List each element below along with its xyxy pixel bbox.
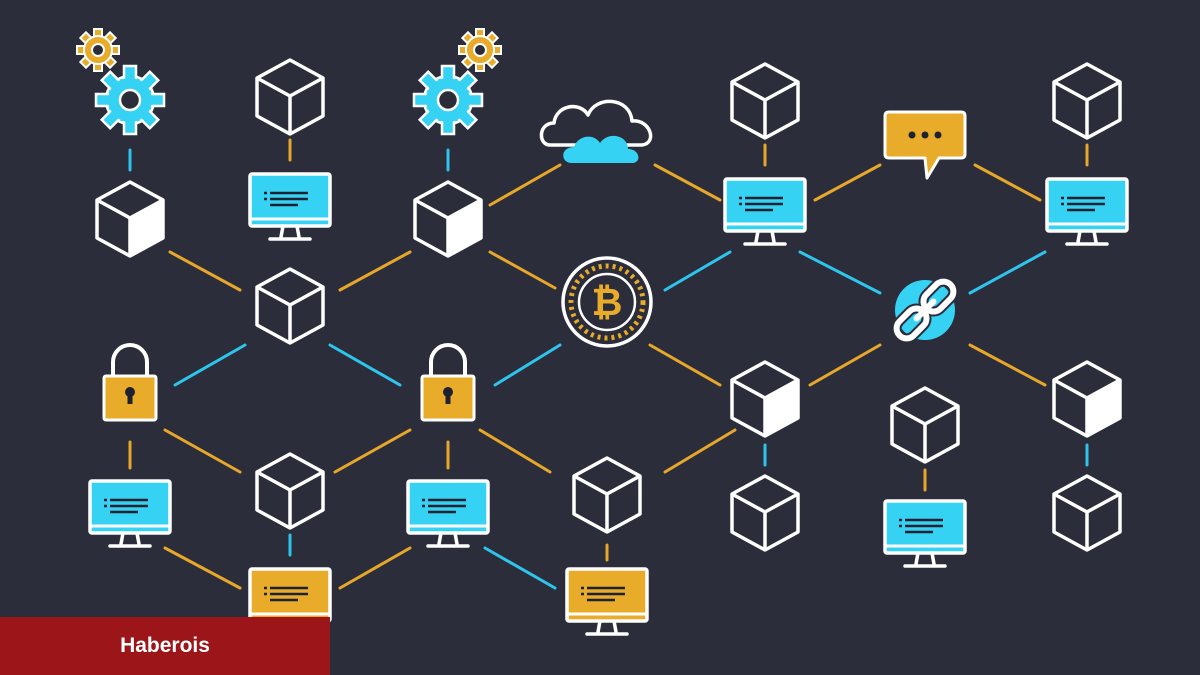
monitor-icon bbox=[88, 479, 172, 548]
gear-icon bbox=[412, 28, 502, 136]
cube-icon bbox=[413, 180, 483, 258]
cube-icon bbox=[730, 360, 800, 438]
cube-icon bbox=[1052, 62, 1122, 140]
monitor-icon bbox=[883, 499, 967, 568]
cube-icon bbox=[1052, 360, 1122, 438]
gear-icon bbox=[76, 28, 166, 136]
chain-link-icon bbox=[891, 276, 959, 344]
monitor-icon bbox=[723, 177, 807, 246]
svg-text:₿: ₿ bbox=[592, 280, 623, 324]
bitcoin-icon: ₿ bbox=[561, 256, 653, 348]
chat-bubble-icon bbox=[883, 110, 967, 180]
cube-icon bbox=[730, 62, 800, 140]
cube-icon bbox=[255, 452, 325, 530]
padlock-icon bbox=[102, 343, 158, 422]
monitor-icon bbox=[1045, 177, 1129, 246]
monitor-icon bbox=[406, 479, 490, 548]
cube-icon bbox=[890, 386, 960, 464]
monitor-icon bbox=[248, 172, 332, 241]
brand-banner: Haberois bbox=[0, 617, 330, 675]
brand-label: Haberois bbox=[120, 634, 210, 657]
cloud-icon bbox=[539, 99, 653, 163]
cube-icon bbox=[572, 456, 642, 534]
network-connections bbox=[128, 138, 1089, 590]
cube-icon bbox=[255, 267, 325, 345]
cube-icon bbox=[730, 474, 800, 552]
monitor-icon bbox=[565, 567, 649, 636]
cube-icon bbox=[255, 58, 325, 136]
cube-icon bbox=[1052, 474, 1122, 552]
cube-icon bbox=[95, 180, 165, 258]
padlock-icon bbox=[420, 343, 476, 422]
